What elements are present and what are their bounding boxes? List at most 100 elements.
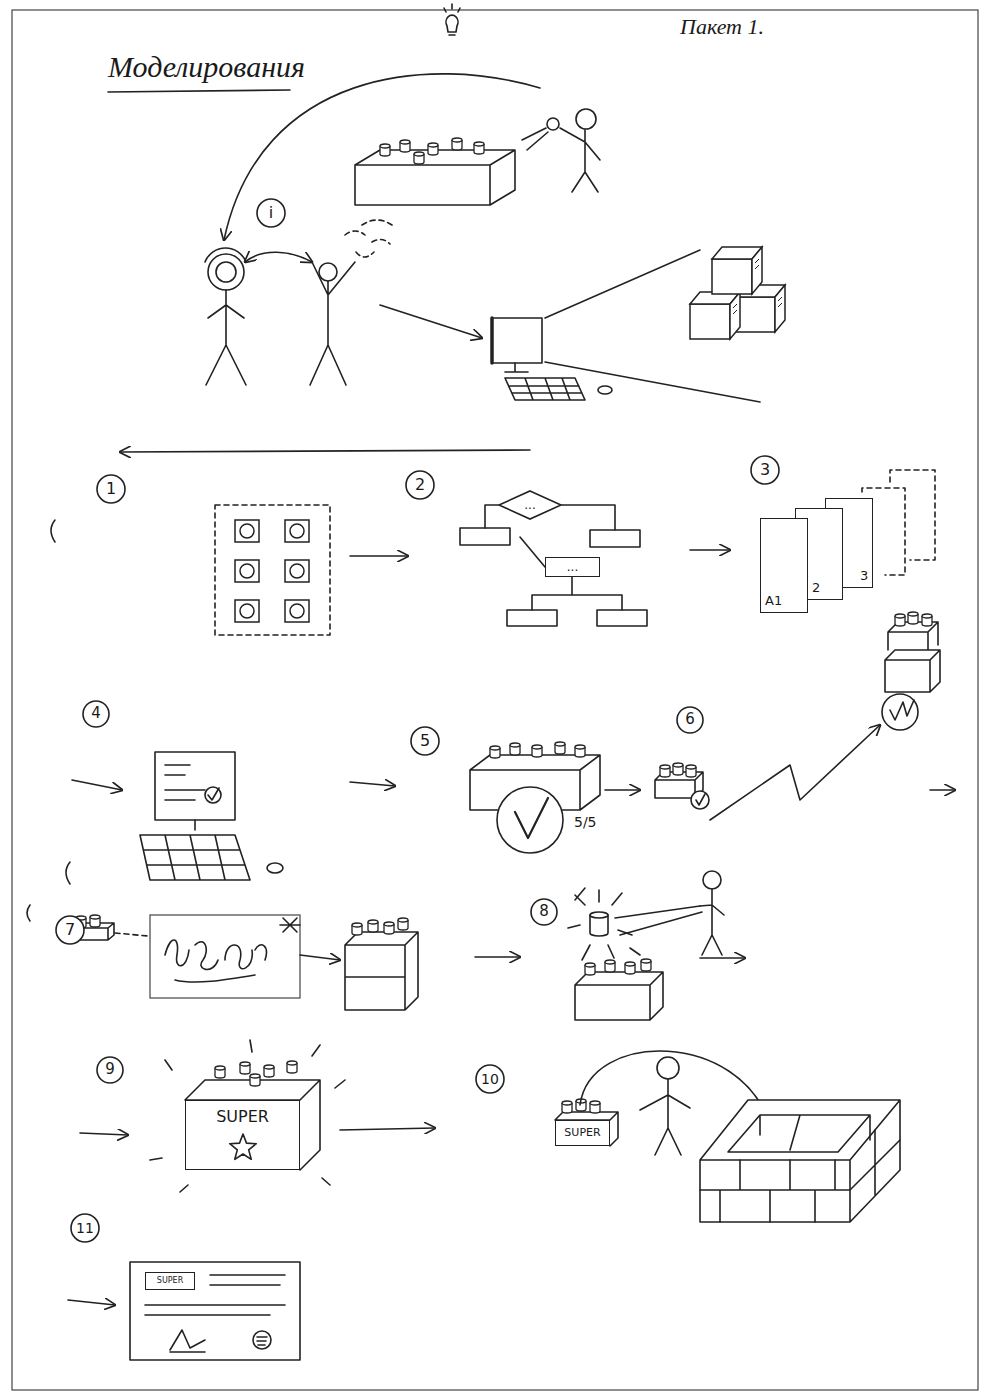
- dotted-path: [115, 933, 148, 936]
- star-mark: [280, 918, 300, 932]
- flow-arrow: [350, 555, 408, 557]
- cup-icon: [380, 144, 390, 156]
- mouse: [598, 386, 612, 394]
- cup-icon: [575, 745, 585, 757]
- mouse: [267, 863, 283, 873]
- cup-icon: [368, 920, 378, 932]
- step-number-circle: 2: [405, 470, 435, 500]
- cup-icon: [352, 923, 362, 935]
- report-sheet: [130, 1262, 300, 1360]
- stick-figure: [640, 1079, 690, 1155]
- node-text: 9: [105, 1062, 115, 1078]
- circle-outline: [531, 899, 557, 925]
- flowchart-box: [590, 530, 640, 547]
- step-number-circle: 4: [82, 700, 110, 728]
- cup-icon: [240, 1062, 250, 1074]
- exchange-arrow: [245, 252, 312, 262]
- figure-head: [216, 262, 236, 282]
- circle-outline: [406, 471, 434, 499]
- product-box: SUPER: [185, 1100, 300, 1170]
- flow-arrow: [930, 789, 955, 791]
- node-text: 2: [415, 477, 425, 494]
- circle-outline: [71, 1214, 99, 1242]
- circle-outline: [83, 701, 109, 727]
- cup-icon: [400, 140, 410, 152]
- step-number-circle: i: [256, 198, 286, 228]
- tile-icon: [235, 520, 259, 542]
- stamp-lines: [257, 1337, 267, 1345]
- node-text: 2: [812, 581, 820, 595]
- highlighted-cup: [590, 912, 608, 918]
- stick-figure: [310, 262, 355, 385]
- node-text: SUPER: [157, 1277, 183, 1285]
- cup-icon: [908, 612, 918, 624]
- monitor-stand: [505, 363, 528, 372]
- cup-icon: [625, 962, 635, 974]
- flow-arrow: [68, 1300, 115, 1305]
- node-text: ...: [567, 561, 578, 574]
- zigzag-arrow: [710, 725, 880, 820]
- screen-lines: [165, 765, 205, 800]
- sheet-label: Пакет 1.: [680, 14, 764, 40]
- margin-stroke: [27, 905, 30, 921]
- monitor: [492, 318, 542, 363]
- enclosure-opening: [728, 1115, 870, 1152]
- step-number-circle: 1: [96, 474, 126, 504]
- node-text: 3: [860, 569, 868, 583]
- check-circle: [205, 787, 221, 803]
- flow-arrow: [350, 782, 395, 786]
- monitor: [155, 752, 235, 820]
- node-text: 4: [91, 706, 101, 722]
- cup-icon: [510, 743, 520, 755]
- cup-icon: [922, 614, 932, 626]
- node-text: 6: [685, 712, 695, 728]
- cup-icon: [474, 142, 484, 154]
- tile-icon: [285, 560, 309, 582]
- margin-stroke: [51, 520, 55, 542]
- node-text: ...: [524, 499, 535, 512]
- focus-ring: [208, 254, 244, 290]
- diamond-outline: [499, 491, 561, 519]
- circle-outline: [56, 916, 84, 944]
- flowchart-box: [460, 528, 510, 545]
- check-circle: [497, 787, 563, 853]
- sheet-page: A1: [760, 518, 808, 613]
- circle-outline: [97, 1057, 123, 1083]
- flow-arrow: [475, 956, 520, 958]
- keyboard: [505, 378, 585, 400]
- flow-arrow: [300, 955, 340, 960]
- step-number-circle: 6: [676, 706, 704, 734]
- brick-enclosure: [700, 1100, 900, 1222]
- check-mark: [696, 794, 705, 805]
- product-box: SUPER: [145, 1272, 195, 1290]
- flow-arrow: [340, 1128, 435, 1130]
- node-text: 1: [106, 481, 116, 498]
- node-text: SUPER: [564, 1127, 600, 1139]
- node-text: 8: [539, 904, 549, 920]
- camera-ray: [522, 128, 548, 150]
- keyboard: [140, 835, 250, 880]
- signature: [170, 1330, 205, 1352]
- decision-diamond: ...: [498, 490, 562, 520]
- check-mark: [890, 700, 914, 720]
- check-circle: [882, 694, 918, 730]
- tile-icon: [285, 600, 309, 622]
- cup-icon: [428, 143, 438, 155]
- separator-arrow: [120, 450, 530, 452]
- crate-top: [555, 1112, 618, 1146]
- tile-icon: [235, 600, 259, 622]
- circle-outline: [97, 475, 125, 503]
- camera-icon: [547, 118, 559, 130]
- cup-icon: [532, 745, 542, 757]
- cup-icon: [90, 915, 100, 927]
- flow-arrow: [690, 549, 730, 551]
- cup-icon: [686, 765, 696, 777]
- dashed-frame: [215, 505, 330, 635]
- monitor-edge: [490, 318, 494, 363]
- cup-icon: [641, 959, 651, 971]
- box-icon: [712, 247, 762, 294]
- cloud-frame: [150, 915, 300, 998]
